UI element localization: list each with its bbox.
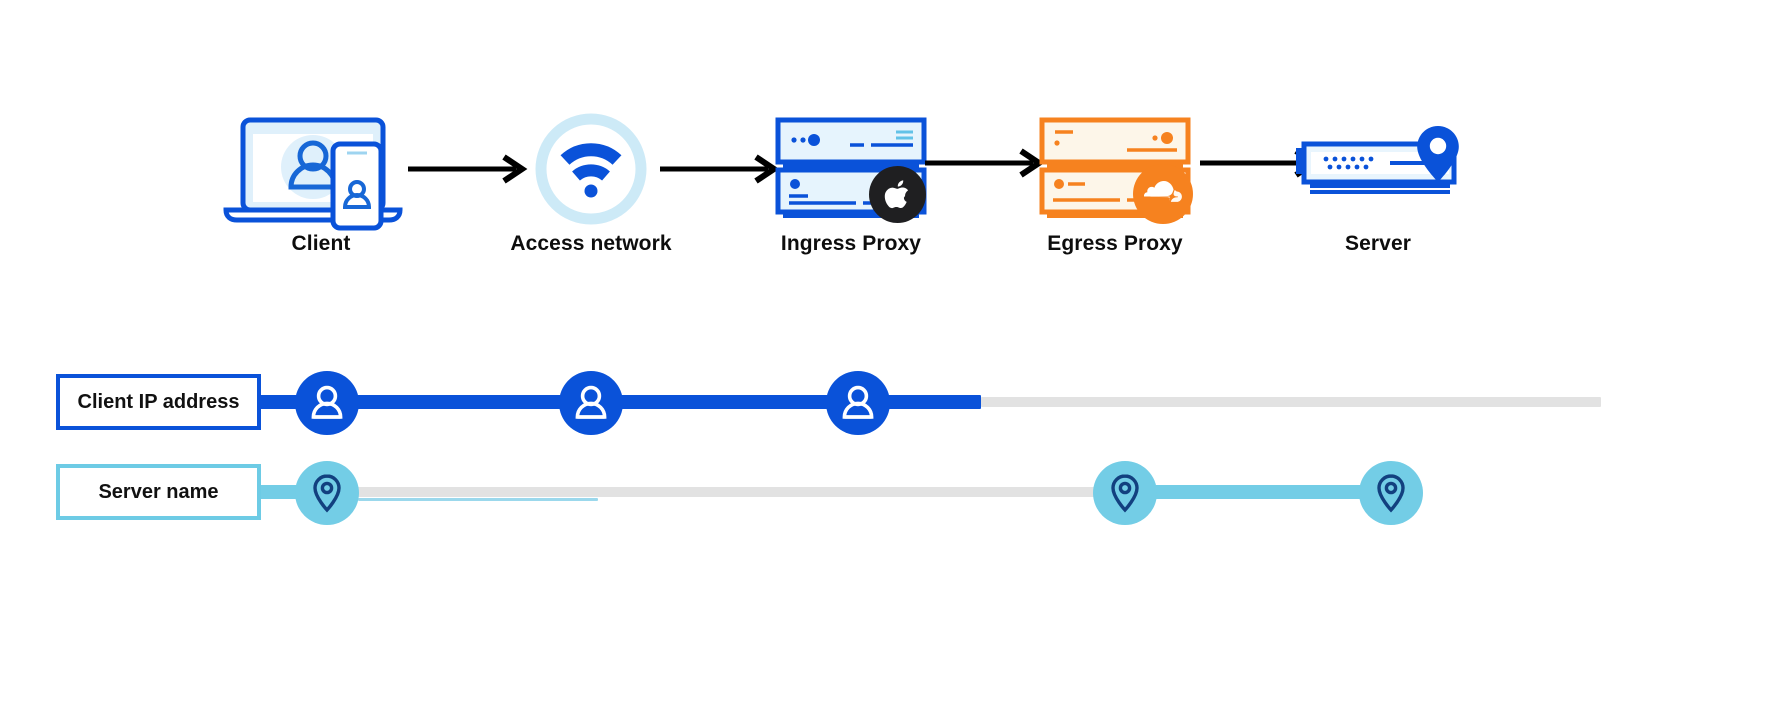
flow-node-label: Egress Proxy	[1047, 232, 1183, 255]
person-circle-icon	[575, 385, 607, 419]
cloudflare-logo-badge	[1133, 164, 1193, 224]
flow-node-server: Server	[1278, 112, 1478, 256]
arrow-access-network-to-ingress-proxy	[660, 154, 785, 184]
flow-node-label: Client	[291, 232, 351, 255]
apple-logo-badge	[869, 166, 926, 223]
flow-node-egress-proxy: Egress Proxy	[1015, 112, 1215, 256]
cloudflare-logo-icon	[1144, 181, 1182, 202]
server-icon-art	[1278, 112, 1478, 232]
timeline-2-marker-egress-proxy	[1093, 461, 1157, 525]
flow-node-label: Access network	[510, 232, 672, 255]
timeline-2-inactive-segment	[352, 487, 1127, 497]
location-pin-circle-icon	[1111, 474, 1139, 513]
flow-node-access-network: Access network	[491, 112, 691, 256]
timeline-server-name: Server name	[0, 450, 1792, 540]
timeline-2-marker-server	[1359, 461, 1423, 525]
arrow-right-icon	[660, 154, 780, 184]
location-pin-circle-icon	[1377, 474, 1405, 513]
timeline-1-marker-access-network	[559, 371, 623, 435]
person-circle-icon	[842, 385, 874, 419]
laptop-phone-user-icon	[223, 117, 403, 231]
apple-logo-icon	[884, 179, 908, 208]
timeline-1-marker-ingress-proxy	[826, 371, 890, 435]
flow-node-label: Ingress Proxy	[780, 232, 922, 255]
arrow-right-icon	[408, 154, 528, 184]
server-pin-icon	[1296, 126, 1459, 194]
location-pin-circle-icon	[313, 474, 341, 513]
arrow-ingress-proxy-to-egress-proxy	[925, 148, 1050, 178]
ingress-proxy-icon-art	[751, 112, 951, 232]
egress-proxy-icon-art	[1015, 112, 1215, 232]
arrow-client-to-access-network	[408, 154, 533, 184]
timeline-2-active-segment	[1122, 485, 1417, 499]
timeline-2-label-box: Server name	[56, 464, 261, 520]
timeline-1-inactive-segment	[981, 397, 1601, 407]
server-stack-blue-icon	[775, 117, 927, 218]
arrow-right-icon	[925, 148, 1045, 178]
timeline-1-label-text: Client IP address	[77, 390, 240, 413]
wifi-circle-icon	[535, 113, 647, 225]
timeline-2-label-text: Server name	[98, 480, 219, 503]
timeline-2-marker-client	[295, 461, 359, 525]
flow-node-ingress-proxy: Ingress Proxy	[751, 112, 951, 256]
person-circle-icon	[311, 385, 343, 419]
timeline-1-marker-client	[295, 371, 359, 435]
access-network-icon-art	[491, 112, 691, 232]
client-icon-art	[221, 112, 421, 232]
timeline-1-label-box: Client IP address	[56, 374, 261, 430]
timeline-2-hairline	[358, 498, 598, 501]
flow-node-label: Server	[1345, 232, 1411, 255]
flow-node-client: Client	[221, 112, 421, 256]
timeline-client-ip-address: Client IP address	[0, 360, 1792, 450]
